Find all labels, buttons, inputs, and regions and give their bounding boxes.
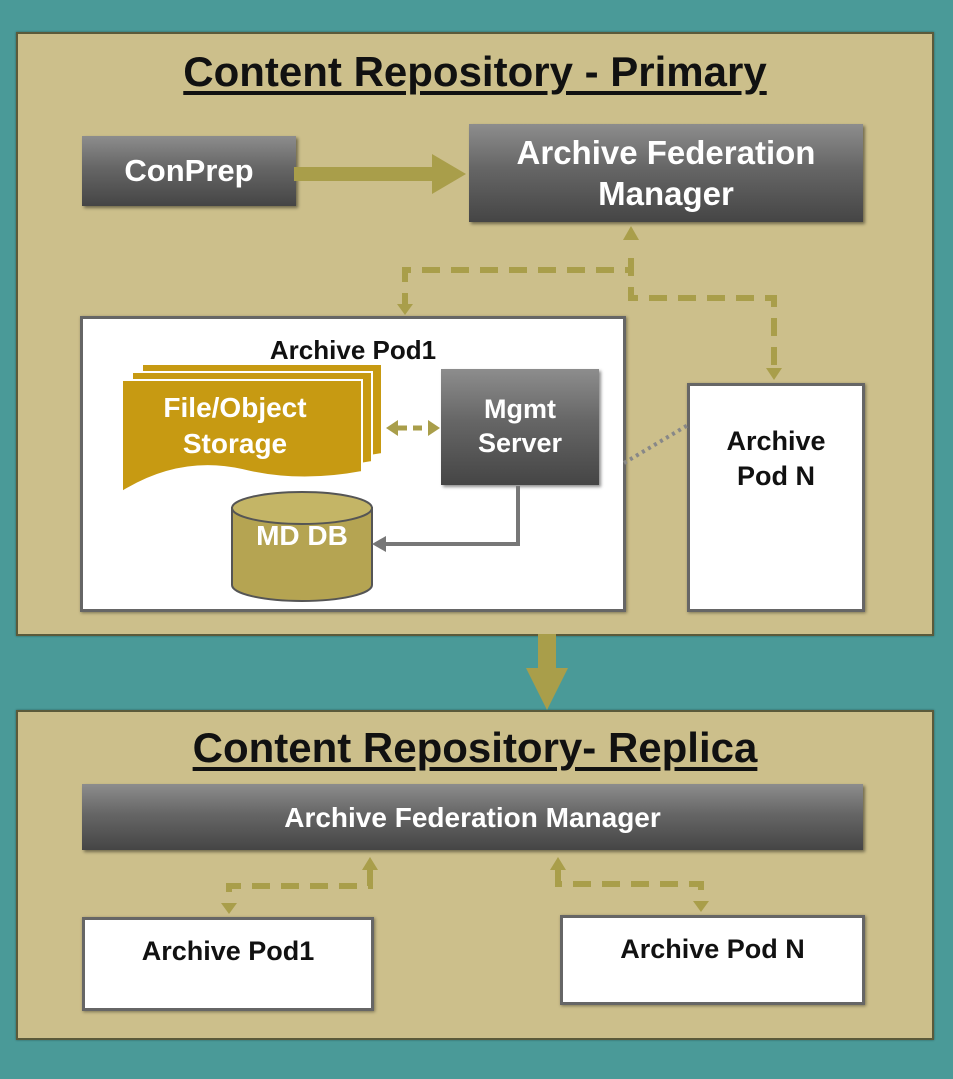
primary-title: Content Repository - Primary — [183, 48, 767, 95]
podn-label-line2: Pod N — [737, 461, 815, 492]
mgmt-server-box[interactable]: Mgmt Server — [441, 369, 599, 485]
pod1-title: Archive Pod1 — [269, 335, 437, 365]
primary-archive-pod1[interactable]: Archive Pod1 Mgmt Server — [80, 316, 626, 612]
replica-afm-label: Archive Federation Manager — [284, 801, 661, 833]
replica-title: Content Repository- Replica — [192, 724, 758, 771]
storage-label-line2: Storage — [182, 428, 288, 460]
afm-label-line1: Archive Federation — [516, 133, 816, 171]
mgmt-label-line1: Mgmt — [484, 394, 556, 425]
replica-archive-pod-n[interactable]: Archive Pod N — [560, 915, 865, 1005]
conprep-box[interactable]: ConPrep — [82, 136, 296, 206]
podn-label-line1: Archive — [726, 426, 826, 456]
replica-podn-label: Archive Pod N — [620, 934, 805, 964]
primary-repository-panel: Content Repository - Primary ConPrep Arc… — [16, 32, 934, 636]
storage-label-line1: File/Object — [163, 392, 307, 423]
replica-repository-panel: Content Repository- Replica Archive Fede… — [16, 710, 934, 1040]
md-db-label: MD DB — [256, 520, 348, 551]
replica-archive-pod1[interactable]: Archive Pod1 — [82, 917, 374, 1011]
primary-archive-federation-manager[interactable]: Archive Federation Manager — [469, 124, 863, 222]
storage-label: File/Object Storage — [122, 390, 348, 463]
podn-label: Archive Pod N — [690, 424, 862, 494]
replica-archive-federation-manager[interactable]: Archive Federation Manager — [82, 784, 863, 850]
replica-pod1-label: Archive Pod1 — [141, 936, 315, 966]
conprep-label: ConPrep — [124, 152, 254, 188]
primary-archive-pod-n[interactable]: Archive Pod N — [687, 383, 865, 612]
mgmt-label-line2: Server — [477, 428, 563, 458]
primary-to-replica-arrow — [526, 634, 568, 710]
afm-label-line2: Manager — [598, 175, 734, 212]
